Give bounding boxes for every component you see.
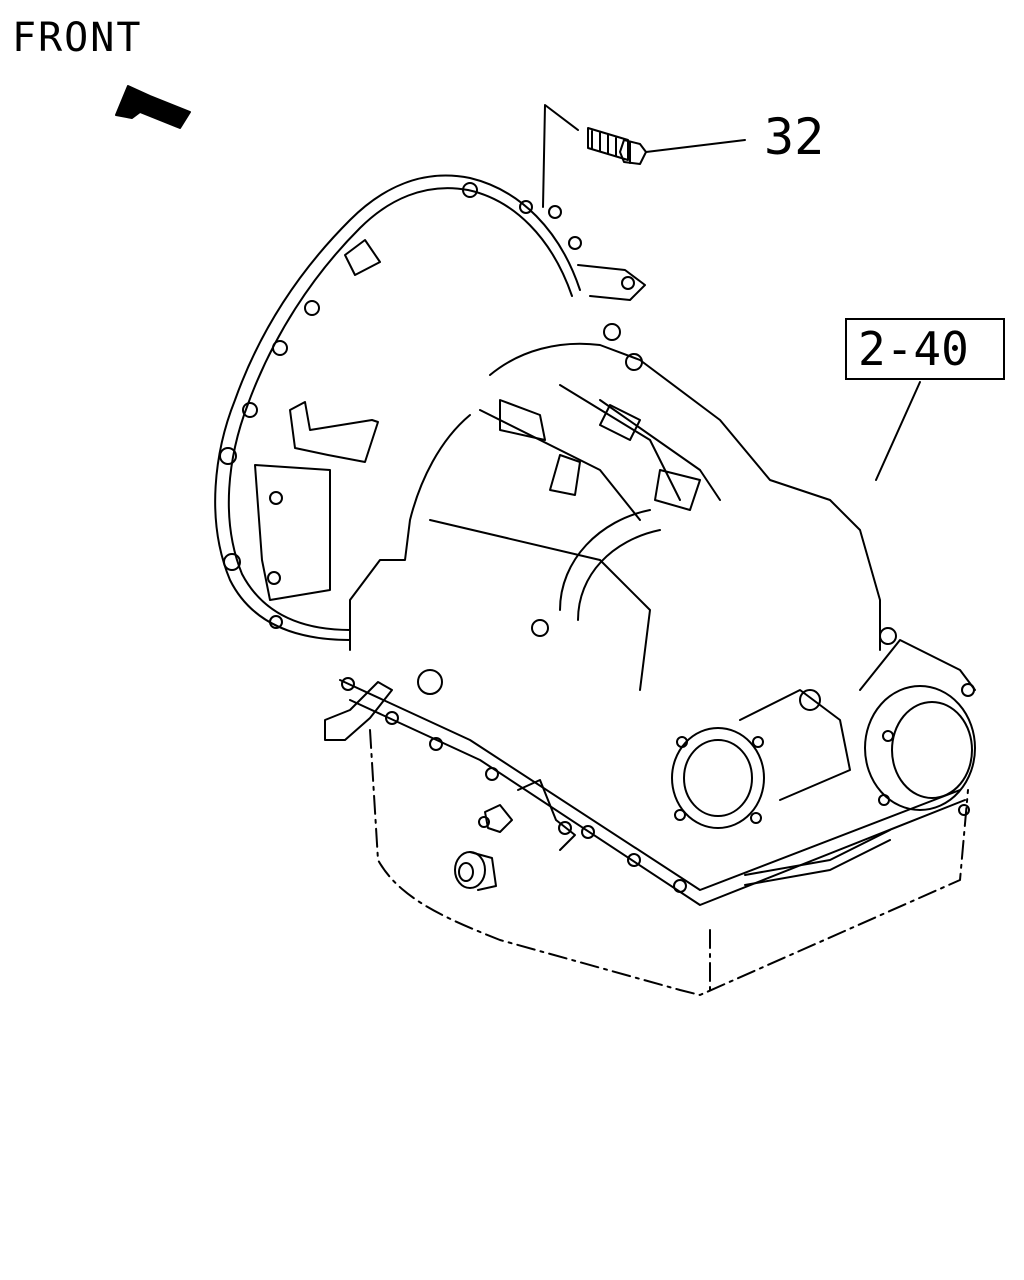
callout-assembly: 2-40 (858, 322, 969, 376)
output-housing-left (671, 689, 851, 829)
oil-pan (339, 677, 969, 996)
front-arrow-icon (115, 85, 191, 129)
transmission-case (349, 323, 881, 711)
callout-assembly-box (845, 318, 1005, 380)
drain-plug (454, 851, 497, 891)
bolt-32-leader (542, 104, 746, 208)
bell-housing (214, 174, 646, 641)
callout-bolt: 32 (764, 108, 825, 166)
front-label: FRONT (12, 15, 143, 61)
output-housing-right (859, 627, 976, 816)
sensor-fitting (324, 681, 576, 851)
bolt-32-icon (587, 127, 647, 165)
assembly-leader (875, 381, 921, 481)
